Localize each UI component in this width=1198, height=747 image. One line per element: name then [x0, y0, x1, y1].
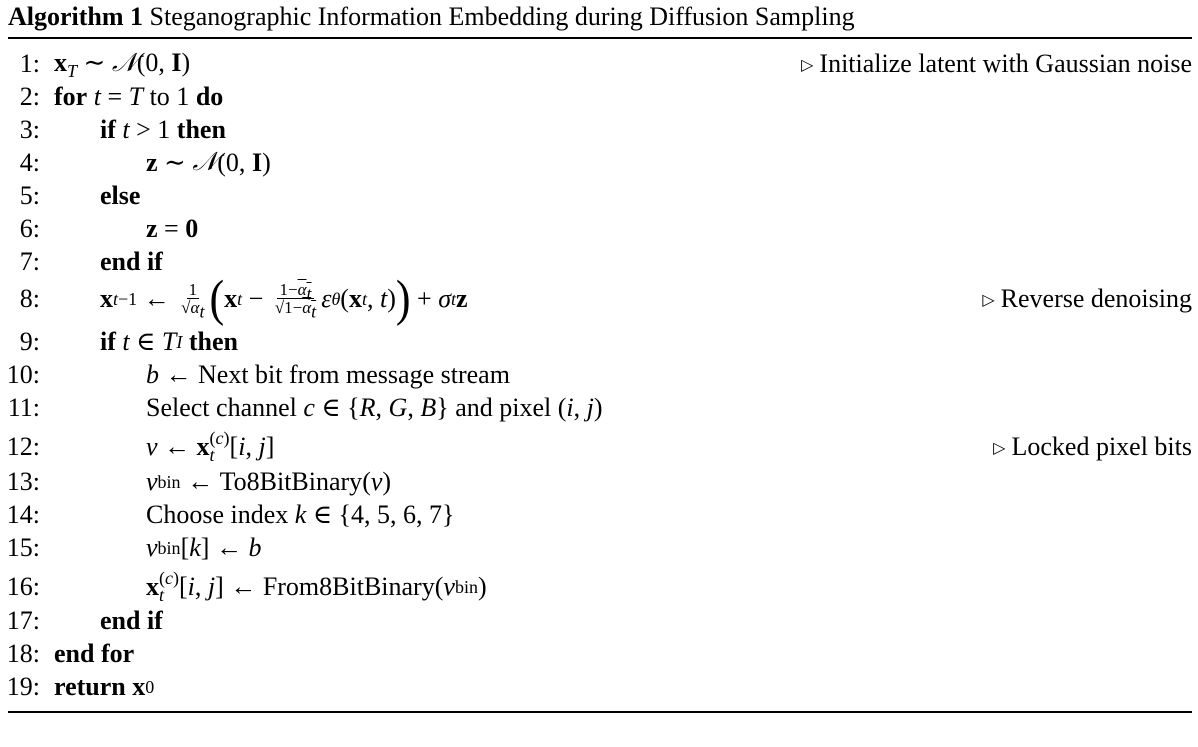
line-body: z = 0 [146, 213, 199, 243]
algorithm-caption: Algorithm 1 Steganographic Information E… [8, 2, 855, 32]
algorithm-line-2: 2: for t = T to 1 do [0, 80, 1198, 113]
algorithm-line-12: 12: v ← x(c)t[i, j] ▷Locked pixel bits [0, 427, 1198, 465]
algorithm-line-18: 18: end for [0, 637, 1198, 670]
algorithm-line-7: 7: end if [0, 245, 1198, 278]
algorithm-line-3: 3: if t > 1 then [0, 113, 1198, 146]
line-body: for t = T to 1 do [54, 81, 224, 111]
line-comment: ▷Locked pixel bits [993, 432, 1192, 461]
line-number: 17: [6, 606, 40, 635]
line-comment: ▷Reverse denoising [982, 284, 1192, 313]
line-body: end if [100, 605, 163, 635]
line-number: 9: [19, 327, 40, 356]
line-number: 13: [6, 467, 40, 496]
algorithm-title: Steganographic Information Embedding dur… [149, 2, 855, 31]
algorithm-line-5: 5: else [0, 179, 1198, 212]
line-body: Select channel c ∈ {R, G, B} and pixel (… [146, 392, 603, 422]
line-number: 1: [19, 49, 40, 78]
line-number: 18: [6, 639, 40, 668]
line-body: z ∼ 𝒩(0, I) [146, 147, 271, 177]
line-number: 7: [19, 247, 40, 276]
algorithm-line-4: 4: z ∼ 𝒩(0, I) [0, 146, 1198, 179]
triangle-icon: ▷ [801, 57, 814, 74]
line-number: 6: [19, 214, 40, 243]
line-number: 2: [19, 82, 40, 111]
line-body: else [100, 180, 141, 210]
top-rule [8, 37, 1192, 39]
algorithm-line-6: 6: z = 0 [0, 212, 1198, 245]
line-comment: ▷Initialize latent with Gaussian noise [801, 49, 1192, 78]
line-body: b ← Next bit from message stream [146, 359, 510, 389]
line-number: 11: [7, 393, 40, 422]
line-number: 10: [6, 360, 40, 389]
line-number: 19: [6, 672, 40, 701]
algorithm-line-10: 10: b ← Next bit from message stream [0, 358, 1198, 391]
algorithm-line-17: 17: end if [0, 604, 1198, 637]
line-number: 16: [6, 572, 40, 601]
line-body: v ← x(c)t[i, j] [146, 427, 275, 465]
triangle-icon: ▷ [982, 292, 995, 309]
algorithm-line-1: 1: xT ∼ 𝒩(0, I) ▷Initialize latent with … [0, 47, 1198, 80]
bottom-rule [8, 711, 1192, 713]
line-body: if t > 1 then [100, 114, 226, 144]
algorithm-label: Algorithm 1 [8, 2, 144, 31]
line-number: 4: [19, 148, 40, 177]
line-body: end for [54, 638, 135, 668]
triangle-icon: ▷ [993, 440, 1006, 457]
line-number: 15: [6, 533, 40, 562]
line-body: end if [100, 246, 163, 276]
line-body: Choose index k ∈ {4, 5, 6, 7} [146, 499, 455, 529]
line-number: 8: [19, 284, 40, 313]
line-number: 12: [6, 432, 40, 461]
line-number: 5: [19, 181, 40, 210]
line-number: 3: [19, 115, 40, 144]
line-body: xT ∼ 𝒩(0, I) [54, 48, 191, 82]
line-number: 14: [6, 500, 40, 529]
algorithm-line-11: 11: Select channel c ∈ {R, G, B} and pix… [0, 391, 1198, 424]
algorithm-line-14: 14: Choose index k ∈ {4, 5, 6, 7} [0, 498, 1198, 531]
